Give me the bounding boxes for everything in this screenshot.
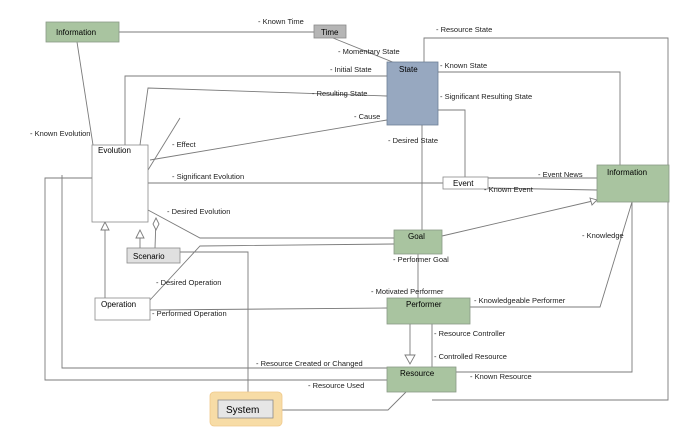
label-knowledge: - Knowledge: [582, 231, 624, 240]
arrowhead-performer-resource: [404, 354, 416, 365]
node-resource[interactable]: Resource: [386, 366, 457, 393]
edge-resulting-state: [139, 87, 388, 146]
edge-desired-evolution: [147, 209, 394, 239]
node-event[interactable]: Event: [442, 176, 489, 190]
edges: [44, 31, 669, 411]
label-performer-goal: - Performer Goal: [393, 255, 449, 264]
time-label: Time: [321, 28, 339, 37]
label-knowledgeable-performer: - Knowledgeable Performer: [474, 296, 566, 305]
label-known-event: - Known Event: [484, 185, 534, 194]
node-goal[interactable]: Goal: [393, 229, 443, 255]
edge-initial-state: [124, 75, 387, 145]
resource-label: Resource: [400, 369, 435, 378]
edge-resource-state: [423, 37, 669, 401]
edge-significant-resulting-state: [438, 109, 466, 178]
label-resource-used: - Resource Used: [308, 381, 364, 390]
edge-labels: - Known Time - Resource State - Momentar…: [30, 17, 624, 390]
node-time[interactable]: Time: [313, 24, 347, 39]
node-state[interactable]: State: [386, 61, 439, 126]
edge-known-event: [487, 187, 598, 191]
node-system[interactable]: System: [209, 391, 283, 427]
label-resource-created-or-changed: - Resource Created or Changed: [256, 359, 363, 368]
arrowhead-operation-evolution: [100, 220, 110, 231]
label-event-news: - Event News: [538, 170, 583, 179]
operation-label: Operation: [101, 300, 136, 309]
edge-scenario-system: [180, 251, 249, 392]
edge-known-resource: [456, 202, 633, 373]
edge-cause: [149, 119, 388, 161]
label-performed-operation: - Performed Operation: [152, 309, 227, 318]
arrowhead-scenario-evolution: [135, 228, 145, 239]
scenario-label: Scenario: [133, 252, 165, 261]
label-known-state: - Known State: [440, 61, 487, 70]
diamond-scenario-evolution: [152, 216, 160, 232]
label-resulting-state: - Resulting State: [312, 89, 367, 98]
label-effect: - Effect: [172, 140, 197, 149]
edge-performed-operation: [149, 307, 388, 311]
edge-goal-information: [441, 199, 598, 237]
label-motivated-performer: - Motivated Performer: [371, 287, 444, 296]
performer-label: Performer: [406, 300, 442, 309]
node-performer[interactable]: Performer: [386, 297, 471, 325]
edge-knowledge: [470, 201, 633, 308]
label-desired-evolution: - Desired Evolution: [167, 207, 230, 216]
system-label: System: [226, 405, 259, 416]
label-cause: - Cause: [354, 112, 380, 121]
label-initial-state: - Initial State: [330, 65, 372, 74]
edge-known-evolution: [76, 41, 94, 146]
node-information-top[interactable]: Information: [45, 21, 120, 43]
node-evolution[interactable]: Evolution: [91, 144, 149, 223]
edge-known-state: [438, 71, 621, 165]
goal-label: Goal: [408, 232, 425, 241]
label-desired-operation: - Desired Operation: [156, 278, 221, 287]
node-scenario[interactable]: Scenario: [126, 247, 181, 264]
edge-resource-used: [280, 391, 407, 411]
label-significant-evolution: - Significant Evolution: [172, 172, 244, 181]
event-label: Event: [453, 179, 474, 188]
edge-desired-operation: [149, 243, 395, 301]
edge-momentary-state: [332, 37, 401, 66]
label-momentary-state: - Momentary State: [338, 47, 400, 56]
label-resource-controller: - Resource Controller: [434, 329, 506, 338]
edge-evolution-resource: [44, 177, 387, 381]
arrowhead-goal-information: [589, 197, 598, 206]
label-significant-resulting-state: - Significant Resulting State: [440, 92, 532, 101]
information-right-label: Information: [607, 168, 647, 177]
label-known-time: - Known Time: [258, 17, 304, 26]
label-desired-state: - Desired State: [388, 136, 438, 145]
arrow-heads: [100, 197, 598, 365]
node-information-right[interactable]: Information: [596, 164, 670, 203]
label-known-resource: - Known Resource: [470, 372, 532, 381]
label-controlled-resource: - Controlled Resource: [434, 352, 507, 361]
edge-resource-created-or-changed: [61, 175, 387, 369]
label-known-evolution: - Known Evolution: [30, 129, 90, 138]
information-top-label: Information: [56, 28, 96, 37]
node-operation[interactable]: Operation: [94, 297, 151, 321]
edge-effect: [147, 117, 181, 171]
evolution-label: Evolution: [98, 146, 131, 155]
state-label: State: [399, 65, 418, 74]
label-resource-state: - Resource State: [436, 25, 492, 34]
